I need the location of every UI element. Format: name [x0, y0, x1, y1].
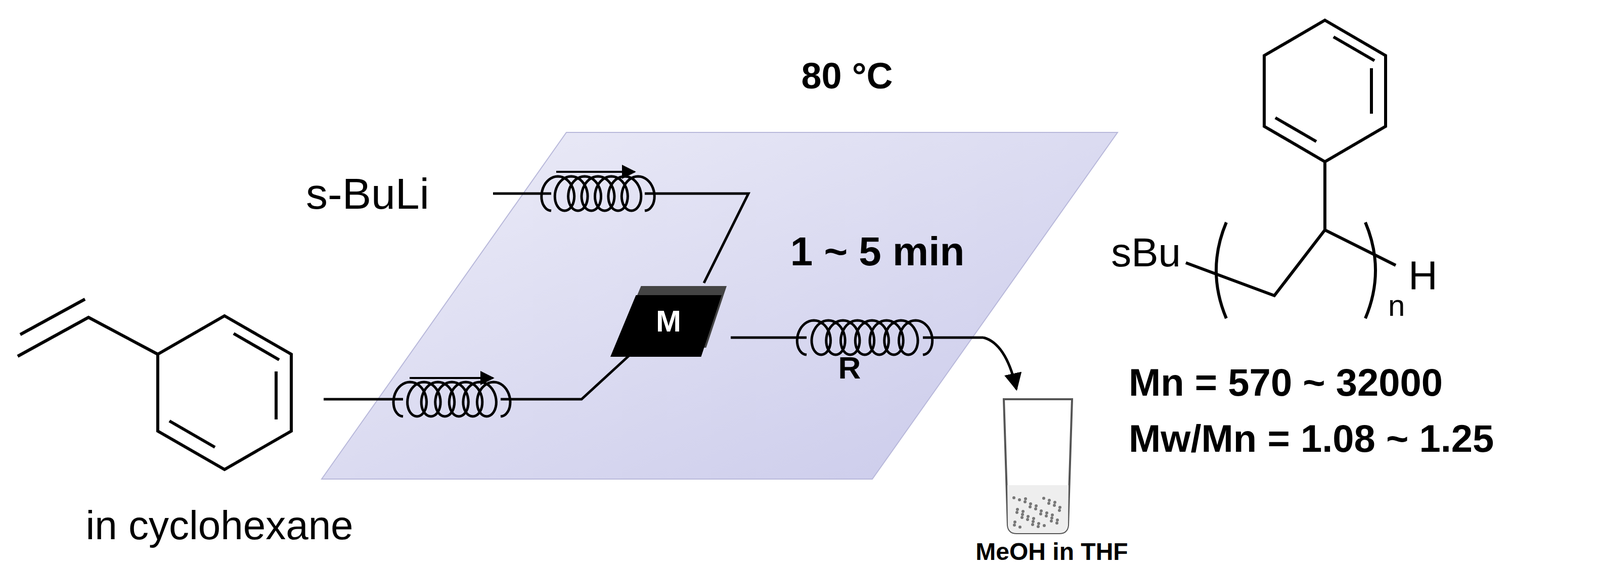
- coil: [541, 176, 655, 211]
- end-group: H: [1408, 255, 1438, 296]
- residence-time: 1 ~ 5 min: [790, 231, 965, 273]
- reactor-plane: [321, 132, 1118, 480]
- beaker: [1003, 399, 1073, 534]
- coil: [393, 382, 511, 417]
- repeat-index: n: [1388, 290, 1405, 322]
- reactor-label: R: [838, 352, 862, 384]
- quench-label: MeOH in THF: [975, 540, 1128, 565]
- dispersity: Mw/Mn = 1.08 ~ 1.25: [1128, 419, 1494, 459]
- reagent-label: s-BuLi: [305, 171, 430, 216]
- mixer-block: M: [610, 286, 727, 358]
- molecular-weight: Mn = 570 ~ 32000: [1128, 363, 1443, 403]
- temperature-label: 80 °C: [801, 57, 894, 95]
- polystyrene-structure: [1185, 20, 1396, 319]
- end-group: sBu: [1110, 232, 1181, 274]
- coil-tubes: [393, 176, 933, 417]
- solvent-label: in cyclohexane: [85, 505, 353, 547]
- styrene-structure: [17, 299, 292, 470]
- flow-lines: [323, 193, 1017, 400]
- coil: [796, 320, 932, 355]
- mixer-label: M: [610, 306, 727, 337]
